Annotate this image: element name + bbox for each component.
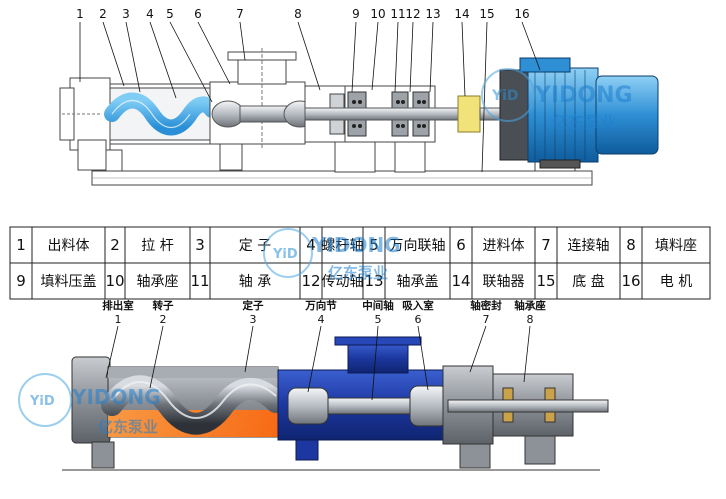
top-callout-11: 11 [390, 7, 405, 21]
bottom-callout-label: 万向节 [304, 299, 337, 312]
table-part-number: 6 [456, 236, 466, 254]
top-callout-9: 9 [352, 7, 360, 21]
top-callout-6: 6 [194, 7, 202, 21]
top-callout-5: 5 [166, 7, 174, 21]
watermark-top: YiD YIDONG 亿东泵业 [481, 68, 633, 132]
table-part-number: 7 [541, 236, 551, 254]
top-callout-3: 3 [122, 7, 130, 21]
watermark-brand-cn: 亿东泵业 [552, 113, 616, 132]
bottom-callout-label: 定子 [242, 299, 264, 312]
bottom-callout-number: 8 [527, 313, 534, 326]
svg-text:亿东泵业: 亿东泵业 [328, 264, 388, 282]
table-part-name: 轴承座 [137, 274, 179, 290]
top-callout-15: 15 [479, 7, 494, 21]
table-part-number: 11 [190, 272, 209, 290]
watermark-logo-text: YiD [491, 88, 519, 104]
bottom-callout-number: 4 [318, 313, 325, 326]
rotor [101, 375, 287, 435]
svg-text:YiD: YiD [29, 394, 55, 409]
svg-text:YIDONG: YIDONG [71, 385, 161, 409]
drive-shaft [304, 107, 461, 121]
table-part-name: 填料压盖 [41, 274, 97, 290]
bottom-callout-label: 轴密封 [470, 299, 502, 312]
bottom-callout-number: 5 [375, 313, 382, 326]
top-callout-14: 14 [454, 7, 469, 21]
table-part-name: 底 盘 [572, 273, 604, 290]
table-part-number: 15 [536, 272, 555, 290]
output-shaft [447, 399, 609, 413]
table-part-number: 3 [195, 236, 205, 254]
top-callout-8: 8 [294, 7, 302, 21]
table-part-number: 9 [16, 272, 26, 290]
bottom-callout-label: 转子 [153, 299, 174, 312]
top-callout-7: 7 [236, 7, 244, 21]
bottom-callout-number: 7 [483, 313, 490, 326]
top-callout-12: 12 [405, 7, 420, 21]
svg-text:YiD: YiD [272, 247, 298, 262]
table-part-number: 13 [364, 272, 383, 290]
table-part-name: 出料体 [48, 238, 90, 254]
bottom-callout-label: 吸入室 [402, 299, 434, 312]
table-part-number: 10 [105, 272, 124, 290]
table-part-number: 5 [369, 236, 379, 254]
electric-motor [499, 57, 659, 169]
bottom-callout-label: 轴承座 [514, 299, 546, 312]
table-part-name: 进料体 [483, 238, 525, 254]
bottom-callout-label: 中间轴 [362, 299, 394, 312]
coupling [457, 95, 481, 133]
table-part-number: 2 [110, 236, 120, 254]
top-callout-10: 10 [370, 7, 385, 21]
top-callout-4: 4 [146, 7, 154, 21]
table-part-name: 传动轴 [322, 274, 364, 290]
table-part-name: 轴 承 [239, 274, 271, 290]
table-part-name: 连接轴 [568, 237, 610, 254]
universal-joint [287, 387, 329, 425]
bottom-callout-number: 3 [250, 313, 257, 326]
watermark-brand-latin: YIDONG [534, 83, 633, 108]
table-part-number: 12 [301, 272, 320, 290]
table-part-number: 14 [451, 272, 470, 290]
watermark-logos: YiD YIDONG 亿东泵业 YiD YIDONG 亿东泵业 YiD YIDO… [18, 68, 633, 436]
top-callout-13: 13 [425, 7, 440, 21]
svg-text:YIDONG: YIDONG [311, 233, 401, 257]
svg-text:亿东泵业: 亿东泵业 [98, 418, 158, 436]
watermark-middle: YiD YIDONG 亿东泵业 [263, 228, 401, 282]
watermark-bottom: YiD YIDONG 亿东泵业 [18, 373, 161, 436]
intermediate-shaft [327, 397, 419, 415]
bottom-callout-number: 1 [115, 313, 122, 326]
table-part-name: 联轴器 [483, 274, 525, 290]
top-callout-1: 1 [76, 7, 84, 21]
table-part-name: 定 子 [239, 238, 271, 254]
table-part-name: 电 机 [660, 274, 692, 290]
top-callout-16: 16 [514, 7, 529, 21]
top-callout-2: 2 [99, 7, 107, 21]
bottom-callout-number: 6 [415, 313, 422, 326]
bottom-callout-label: 排出室 [102, 299, 134, 312]
table-part-number: 16 [621, 272, 640, 290]
table-part-name: 拉 杆 [141, 238, 173, 254]
table-part-name: 轴承盖 [397, 274, 439, 290]
table-part-number: 8 [626, 236, 636, 254]
table-part-name: 万向联轴 [390, 238, 446, 254]
bottom-callout-number: 2 [160, 313, 167, 326]
table-part-name: 填料座 [655, 238, 697, 254]
table-part-name: 螺杆轴 [322, 238, 364, 254]
table-part-number: 1 [16, 236, 26, 254]
